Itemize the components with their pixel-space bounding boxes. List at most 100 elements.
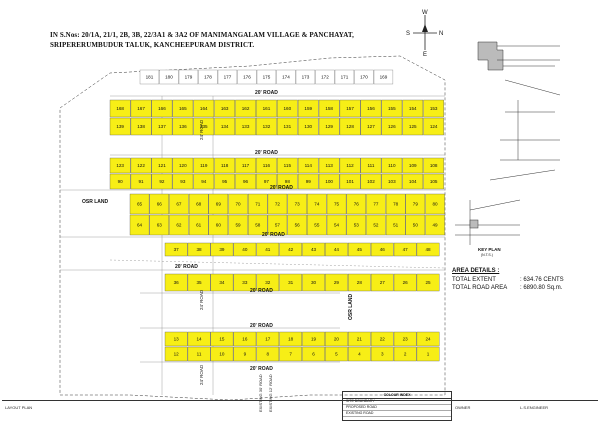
legend-existing-road: EXISTING ROAD bbox=[343, 411, 451, 417]
plot-60 bbox=[208, 214, 229, 236]
plot-37 bbox=[164, 242, 188, 257]
plot-113 bbox=[318, 157, 340, 174]
plot-number-55: 55 bbox=[314, 223, 320, 228]
plot-118 bbox=[214, 157, 235, 174]
total-extent-label: TOTAL EXTENT bbox=[452, 277, 496, 283]
plot-number-40: 40 bbox=[242, 247, 248, 252]
plot-number-79: 79 bbox=[413, 202, 419, 207]
plot-44 bbox=[325, 242, 348, 257]
plot-number-45: 45 bbox=[357, 247, 363, 252]
plot-number-110: 110 bbox=[388, 163, 396, 168]
plot-number-167: 167 bbox=[137, 106, 145, 111]
plot-102 bbox=[360, 173, 382, 190]
plot-4 bbox=[348, 346, 371, 362]
plot-15 bbox=[210, 331, 234, 347]
plot-13 bbox=[164, 331, 188, 347]
plot-number-21: 21 bbox=[357, 337, 363, 342]
plot-155 bbox=[381, 99, 403, 118]
plot-number-96: 96 bbox=[243, 179, 249, 184]
plot-number-26: 26 bbox=[403, 280, 409, 285]
plot-number-14: 14 bbox=[196, 337, 202, 342]
plot-172 bbox=[315, 69, 335, 85]
plot-number-62: 62 bbox=[176, 223, 182, 228]
road-label-r4: 20' ROAD bbox=[262, 232, 285, 238]
plot-number-157: 157 bbox=[346, 106, 354, 111]
plot-23 bbox=[393, 331, 417, 347]
compass-west: W bbox=[422, 10, 428, 16]
plot-59 bbox=[228, 214, 248, 236]
plot-50 bbox=[405, 214, 426, 236]
plot-48 bbox=[416, 242, 440, 257]
plot-95 bbox=[214, 173, 235, 190]
plot-58 bbox=[248, 214, 268, 236]
plot-47 bbox=[393, 242, 417, 257]
plot-number-100: 100 bbox=[325, 179, 333, 184]
existing-road-b: EXISTING 12' ROAD bbox=[268, 374, 273, 412]
plot-number-27: 27 bbox=[380, 280, 386, 285]
plot-153 bbox=[423, 99, 444, 118]
plot-number-117: 117 bbox=[242, 163, 250, 168]
plot-number-9: 9 bbox=[244, 352, 247, 357]
plot-67 bbox=[169, 193, 189, 215]
osr-land-left: OSR LAND bbox=[82, 199, 109, 205]
plot-168 bbox=[109, 99, 131, 118]
plot-77 bbox=[366, 193, 386, 215]
plot-number-37: 37 bbox=[174, 247, 180, 252]
plot-66 bbox=[149, 193, 169, 215]
plot-7 bbox=[279, 346, 302, 362]
plot-109 bbox=[402, 157, 424, 174]
footer-owner: OWNER bbox=[455, 405, 471, 410]
plot-105 bbox=[423, 173, 444, 190]
plot-number-11: 11 bbox=[197, 352, 202, 357]
plot-69 bbox=[208, 193, 229, 215]
plot-175 bbox=[256, 69, 277, 85]
plot-number-30: 30 bbox=[311, 280, 317, 285]
total-extent-row: TOTAL EXTENT : 634.76 CENTS bbox=[452, 277, 564, 283]
plot-33 bbox=[233, 273, 257, 292]
plot-number-43: 43 bbox=[311, 247, 317, 252]
plot-80 bbox=[425, 193, 445, 215]
plot-117 bbox=[235, 157, 256, 174]
plot-number-98: 98 bbox=[285, 179, 291, 184]
plot-number-118: 118 bbox=[221, 163, 229, 168]
plot-number-67: 67 bbox=[176, 202, 182, 207]
plot-126 bbox=[381, 117, 403, 136]
plot-number-109: 109 bbox=[409, 163, 417, 168]
plot-number-113: 113 bbox=[325, 163, 333, 168]
plot-53 bbox=[346, 214, 366, 236]
plot-number-154: 154 bbox=[409, 106, 417, 111]
plot-number-92: 92 bbox=[159, 179, 165, 184]
plot-number-78: 78 bbox=[393, 202, 399, 207]
plot-6 bbox=[302, 346, 325, 362]
plot-number-74: 74 bbox=[314, 202, 320, 207]
plot-177 bbox=[217, 69, 238, 85]
plot-5 bbox=[325, 346, 348, 362]
plot-72 bbox=[267, 193, 288, 215]
road-label-r2: 20' ROAD bbox=[255, 150, 278, 156]
plot-169 bbox=[373, 69, 394, 85]
plot-number-64: 64 bbox=[137, 223, 143, 228]
plot-number-44: 44 bbox=[334, 247, 340, 252]
area-details-heading: AREA DETAILS : bbox=[452, 268, 500, 274]
plot-8 bbox=[256, 346, 280, 362]
plot-40 bbox=[233, 242, 257, 257]
plot-number-155: 155 bbox=[388, 106, 396, 111]
plot-number-169: 169 bbox=[380, 75, 388, 80]
site-boundary bbox=[59, 55, 446, 401]
plan-title-line1: IN S.Nos: 20/1A, 21/1, 2B, 3B, 22/3A1 & … bbox=[50, 31, 355, 39]
plot-3 bbox=[370, 346, 394, 362]
plot-number-65: 65 bbox=[137, 202, 143, 207]
plot-65 bbox=[129, 193, 150, 215]
plot-45 bbox=[348, 242, 371, 257]
plot-43 bbox=[302, 242, 325, 257]
road-label-r8: 20' ROAD bbox=[250, 366, 273, 372]
plot-number-97: 97 bbox=[264, 179, 270, 184]
plot-number-29: 29 bbox=[334, 280, 340, 285]
plot-number-131: 131 bbox=[284, 124, 292, 129]
area-details: AREA DETAILS : TOTAL EXTENT : 634.76 CEN… bbox=[452, 268, 564, 293]
plot-number-119: 119 bbox=[200, 163, 208, 168]
plot-number-130: 130 bbox=[304, 124, 312, 129]
plot-number-60: 60 bbox=[216, 223, 222, 228]
plot-number-161: 161 bbox=[263, 106, 271, 111]
